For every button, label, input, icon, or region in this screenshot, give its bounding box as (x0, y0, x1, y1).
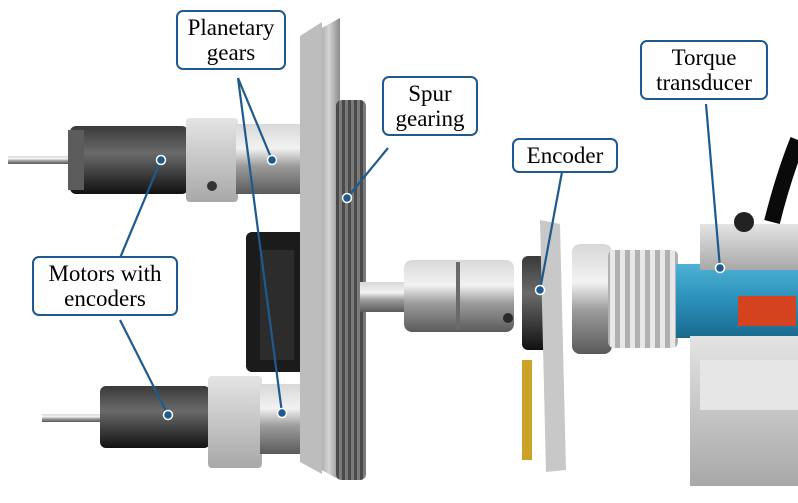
marker-torque (714, 262, 726, 274)
torque-transducer-base (690, 336, 798, 486)
planetary-gears-callout: Planetary gears (176, 10, 286, 70)
transducer-plate (700, 360, 798, 410)
encoder-cable (522, 360, 532, 460)
lower-motor-shaft (42, 414, 102, 422)
bellows-hub (572, 244, 612, 354)
marker-planetary-lower (276, 407, 288, 419)
upper-gearbox-block (186, 118, 238, 202)
leader-torque (704, 103, 722, 269)
encoder-bracket (540, 220, 566, 472)
upper-motor-shaft (8, 156, 72, 164)
motors-with-encoders-callout: Motors with encoders (32, 256, 178, 316)
upper-motor-encoder-cap (68, 130, 84, 190)
upper-gearbox-hole (207, 181, 217, 191)
torque-transducer-label-line1: Torque (671, 45, 737, 70)
motors-with-encoders-label-line1: Motors with (48, 261, 162, 286)
transducer-cable (764, 137, 798, 224)
leader-lines (118, 77, 722, 416)
spur-gearing-label-line1: Spur (408, 81, 452, 106)
marker-motor-lower (162, 409, 174, 421)
leader-motor-lower (119, 319, 169, 416)
torque-transducer-body (700, 224, 798, 270)
lower-gearbox-block (208, 376, 262, 468)
encoder-label-line1: Encoder (526, 143, 604, 168)
marker-motor-upper (155, 154, 167, 166)
encoder-callout: Encoder (512, 138, 618, 173)
leader-planetary-lower (236, 77, 284, 414)
spur-gearing-label-line2: gearing (395, 106, 465, 131)
bellows-coupling (608, 250, 678, 348)
transducer-connector (734, 212, 754, 232)
leader-motor-upper (118, 159, 163, 259)
torque-transducer-callout: Torque transducer (640, 40, 768, 100)
motors-with-encoders-label-line2: encoders (64, 286, 146, 311)
leader-planetary-upper (236, 77, 274, 161)
marker-encoder (534, 284, 546, 296)
mounting-plate-face (300, 22, 322, 474)
coupling-screw (503, 313, 513, 323)
leader-encoder (538, 171, 564, 291)
planetary-gears-label-line2: gears (206, 40, 256, 65)
marker-spur (341, 192, 353, 204)
marker-planetary-upper (266, 154, 278, 166)
leader-spur (346, 147, 389, 199)
torque-transducer-label-line2: transducer (656, 70, 752, 95)
torque-transducer-label (738, 296, 796, 326)
center-housing-face (260, 250, 294, 360)
marker-dots (155, 154, 726, 421)
shaft-coupling-groove (456, 262, 460, 330)
planetary-gears-label-line1: Planetary (187, 15, 275, 40)
lower-motor (100, 386, 210, 448)
mounting-plate (318, 18, 340, 480)
spur-gearing-callout: Spur gearing (382, 76, 478, 136)
upper-motor (70, 126, 188, 194)
